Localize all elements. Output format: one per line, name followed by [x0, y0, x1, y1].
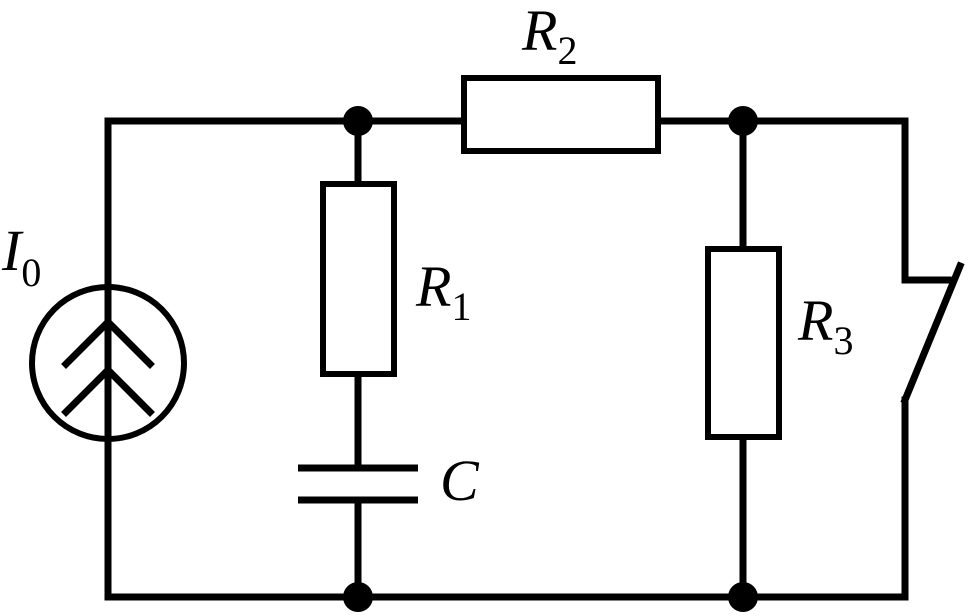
- label-r1-sub: 1: [451, 284, 471, 329]
- label-r1-main: R: [415, 254, 451, 319]
- wires: [104, 117, 952, 601]
- label-source-sub: 0: [21, 250, 41, 295]
- label-r2: R2: [521, 0, 577, 73]
- resistor-r1: [320, 181, 397, 377]
- junction-bottom-left: [343, 582, 373, 612]
- label-c: C: [440, 448, 480, 513]
- label-r3: R3: [797, 288, 853, 363]
- junction-nodes: [343, 106, 758, 612]
- current-source: [29, 283, 187, 444]
- switch-blade: [900, 261, 965, 405]
- resistor-r3: [705, 246, 782, 440]
- label-r3-sub: 3: [833, 318, 853, 363]
- label-r1: R1: [415, 254, 471, 329]
- capacitor-c: [298, 464, 418, 504]
- current-source-arrow-lower: [61, 365, 155, 417]
- junction-top-right: [728, 106, 758, 136]
- label-source-main: I: [1, 218, 24, 283]
- junction-top-left: [343, 106, 373, 136]
- label-r3-main: R: [797, 288, 833, 353]
- resistor-r2: [461, 75, 661, 154]
- label-source: I0: [1, 218, 41, 295]
- label-r2-main: R: [521, 0, 557, 63]
- label-r2-sub: 2: [557, 28, 577, 73]
- current-source-arrow-upper: [61, 317, 155, 369]
- junction-bottom-right: [728, 582, 758, 612]
